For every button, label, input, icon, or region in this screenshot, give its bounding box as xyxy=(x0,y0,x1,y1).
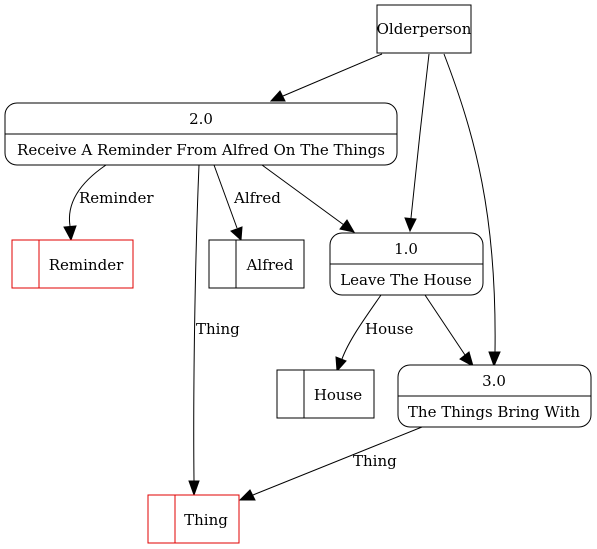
edge-olderperson-to-process-3 xyxy=(443,53,501,368)
edge-olderperson-to-process-2 xyxy=(269,53,383,102)
edge-process-2-to-process-1 xyxy=(261,164,356,233)
edge-process-1-to-house-store xyxy=(335,294,382,373)
process-2[interactable]: 2.0 Receive A Reminder From Alfred On Th… xyxy=(4,102,398,166)
process-id: 1.0 xyxy=(394,240,418,258)
flow-label-thing: Thing xyxy=(196,320,240,338)
flow-label-house: House xyxy=(365,320,413,338)
edge-process-1-to-process-3 xyxy=(424,294,474,368)
store-label: Thing xyxy=(184,511,228,529)
data-store-thing[interactable]: Thing xyxy=(147,494,240,544)
process-1[interactable]: 1.0 Leave The House xyxy=(329,232,484,296)
entity-label: Olderperson xyxy=(377,20,472,38)
process-name: Receive A Reminder From Alfred On The Th… xyxy=(17,141,385,159)
data-store-reminder[interactable]: Reminder xyxy=(11,239,134,289)
data-store-alfred[interactable]: Alfred xyxy=(208,239,305,289)
flow-label-alfred: Alfred xyxy=(233,189,281,207)
process-name: Leave The House xyxy=(340,271,472,289)
external-entity-olderperson[interactable]: Olderperson xyxy=(376,4,472,54)
store-label: Reminder xyxy=(49,256,124,274)
data-store-house[interactable]: House xyxy=(276,369,375,419)
process-3[interactable]: 3.0 The Things Bring With xyxy=(397,364,592,428)
edge-process-2-to-thing-store xyxy=(188,164,200,497)
flow-label-thing-2: Thing xyxy=(353,452,397,470)
edge-process-2-to-reminder-store xyxy=(63,164,107,242)
flow-label-reminder: Reminder xyxy=(79,189,154,207)
edge-process-3-to-thing-store xyxy=(238,426,423,501)
edge-olderperson-to-process-1 xyxy=(404,53,430,233)
process-id: 3.0 xyxy=(482,372,506,390)
store-label: House xyxy=(314,386,362,404)
process-id: 2.0 xyxy=(189,110,213,128)
store-label: Alfred xyxy=(246,256,294,274)
process-name: The Things Bring With xyxy=(408,403,581,421)
edge-process-2-to-alfred-store xyxy=(213,164,243,242)
